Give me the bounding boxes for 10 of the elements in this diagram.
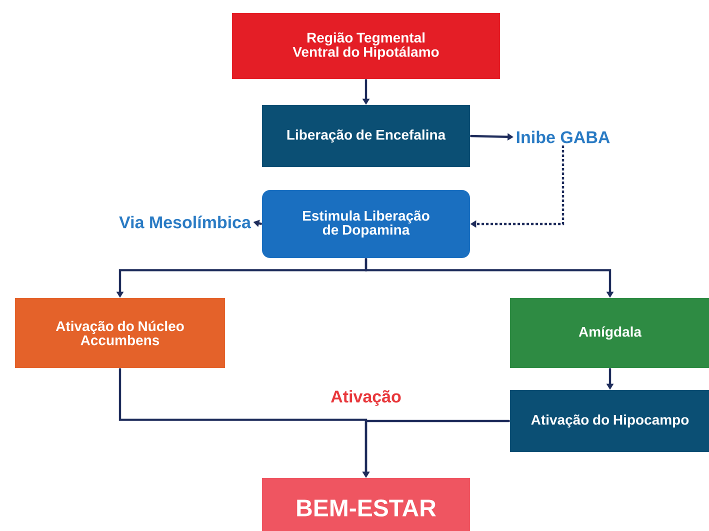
process-box: Estimula Liberação de Dopamina — [262, 190, 470, 258]
process-box: Amígdala — [510, 298, 709, 368]
process-box: Ativação do Núcleo Accumbens — [15, 298, 225, 368]
result-box: BEM-ESTAR — [262, 478, 470, 531]
process-box: Liberação de Encefalina — [262, 105, 470, 167]
note-text: Ativação — [331, 390, 401, 406]
node-text: Inibe GABA — [516, 130, 610, 144]
region-box: Região Tegmental Ventral do Hipotálamo — [232, 13, 500, 79]
process-box: Ativação do Hipocampo — [510, 390, 709, 452]
node-text: Via Mesolímbica — [119, 216, 252, 228]
